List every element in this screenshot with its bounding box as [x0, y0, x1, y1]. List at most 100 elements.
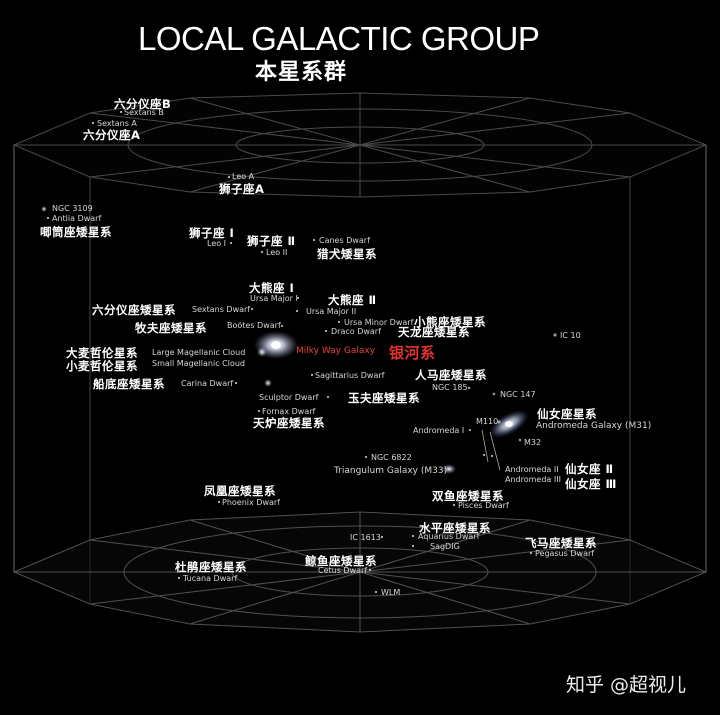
- label-ngc147-en: NGC 147: [500, 390, 536, 399]
- label-fornax-en: Fornax Dwarf: [262, 407, 316, 416]
- label-bootes-cn: 牧夫座矮星系: [135, 321, 207, 335]
- label-wlm-en: WLM: [381, 588, 401, 597]
- label-draco-en: Draco Dwarf: [331, 327, 381, 336]
- dot-fornax: [258, 410, 260, 412]
- label-lmc-en: Large Magellanic Cloud: [152, 348, 246, 357]
- m110-glow: [496, 419, 502, 425]
- dot-bootes: [281, 325, 283, 327]
- label-sculptor-en: Sculptor Dwarf: [259, 393, 319, 402]
- dot-tucana: [178, 577, 180, 579]
- label-uma2-cn: 大熊座 Ⅱ: [328, 293, 377, 307]
- label-sextans-dw-en: Sextans Dwarf: [192, 305, 251, 314]
- label-sextans-b-en: Sextans B: [124, 108, 164, 117]
- label-leo-ii-en: Leo II: [266, 248, 288, 257]
- label-andromeda-iii-en: Andromeda III: [505, 475, 561, 484]
- label-m32-en: M32: [524, 438, 542, 447]
- label-smc-cn: 小麦哲伦星系: [66, 359, 138, 373]
- label-pegasus-cn: 飞马座矮星系: [525, 536, 597, 550]
- label-m110-en: M110: [476, 417, 499, 426]
- label-triangulum-en: Triangulum Galaxy (M33): [334, 466, 448, 476]
- label-leo-a-en: Leo A: [232, 172, 255, 181]
- dot-sextans-a: [92, 122, 94, 124]
- dot-sagdig: [412, 545, 414, 547]
- label-ngc185-en: NGC 185: [432, 383, 468, 392]
- label-umi-en: Ursa Minor Dwarf: [344, 318, 414, 327]
- label-andromeda-ii-cn: 仙女座 Ⅱ: [565, 462, 614, 476]
- dot-cetus: [369, 569, 371, 571]
- label-lmc-cn: 大麦哲伦星系: [66, 346, 138, 360]
- dot-sgr: [311, 374, 313, 376]
- label-bootes-en: Boötes Dwarf: [227, 321, 281, 330]
- dot-canes: [313, 239, 315, 241]
- label-milky-way-cn: 银河系: [389, 344, 436, 362]
- dot-and1: [469, 429, 471, 431]
- cylinder-bottom-grid: [12, 511, 708, 633]
- label-ic10-en: IC 10: [560, 331, 581, 340]
- label-uma1-cn: 大熊座 Ⅰ: [249, 281, 295, 295]
- andromeda-core: [505, 421, 513, 427]
- label-cetus-en: Cetus Dwarf: [318, 566, 368, 575]
- label-pegasus-en: Pegasus Dwarf: [535, 549, 595, 558]
- ic10-glow: [552, 332, 558, 338]
- dot-ic1613: [381, 536, 383, 538]
- label-carina-en: Carina Dwarf: [181, 379, 234, 388]
- smc-glow: [264, 379, 272, 387]
- label-fornax-cn: 天炉座矮星系: [253, 416, 325, 430]
- dot-sextans-b: [120, 111, 122, 113]
- label-sextans-a-en: Sextans A: [97, 119, 137, 128]
- label-andromeda-en: Andromeda Galaxy (M31): [536, 421, 652, 431]
- label-pisces-en: Pisces Dwarf: [458, 501, 509, 510]
- label-andromeda-i-en: Andromeda I: [413, 426, 465, 435]
- dot-leo-a: [228, 176, 230, 178]
- dot-sextans-dw: [251, 308, 253, 310]
- label-phoenix-cn: 凤凰座矮星系: [204, 484, 276, 498]
- milky-way-core: [271, 341, 281, 349]
- label-antlia-en: Antlia Dwarf: [52, 214, 102, 223]
- label-antlia-cn: 唧筒座矮星系: [40, 225, 112, 239]
- dot-ngc6822: [365, 456, 367, 458]
- label-canes-cn: 猎犬矮星系: [317, 247, 377, 261]
- label-sgr-cn: 人马座矮星系: [415, 368, 487, 382]
- label-sculptor-cn: 玉夫座矮星系: [348, 391, 420, 405]
- watermark: 知乎 @超视儿: [566, 674, 687, 696]
- m32-glow: [518, 438, 522, 442]
- dot-leo-ii: [261, 251, 263, 253]
- label-pisces-cn: 双鱼座矮星系: [432, 489, 504, 503]
- galaxy-markers: [41, 111, 558, 593]
- label-leo-i-cn: 狮子座 Ⅰ: [189, 226, 235, 240]
- page-title: LOCAL GALACTIC GROUP: [138, 20, 540, 57]
- label-uma2-en: Ursa Major II: [306, 307, 357, 316]
- label-andromeda-cn: 仙女座星系: [537, 407, 597, 421]
- label-phoenix-en: Phoenix Dwarf: [222, 498, 280, 507]
- label-ic1613-en: IC 1613: [350, 533, 381, 542]
- dot-antlia: [47, 217, 49, 219]
- label-cetus-cn: 鲸鱼座矮星系: [305, 554, 377, 568]
- dot-pegasus: [530, 552, 532, 554]
- label-andromeda-iii-cn: 仙女座 Ⅲ: [565, 477, 617, 491]
- cylinder-top-grid: [12, 92, 708, 198]
- lmc-glow: [257, 347, 267, 357]
- dot-and2: [483, 454, 485, 456]
- ngc147-glow: [492, 392, 496, 396]
- dot-phoenix: [218, 501, 220, 503]
- label-milky-way-en: Milky Way Galaxy: [296, 346, 376, 356]
- label-carina-cn: 船底座矮星系: [93, 377, 165, 391]
- label-sextans-dw-cn: 六分仪座矮星系: [92, 303, 176, 317]
- dot-pisces: [453, 504, 455, 506]
- page-subtitle: 本星系群: [255, 60, 348, 85]
- label-aquarius-en: Aquarius Dwarf: [418, 532, 480, 541]
- label-canes-en: Canes Dwarf: [319, 236, 370, 245]
- label-aquarius-cn: 水平座矮星系: [419, 521, 491, 535]
- dot-sculptor: [327, 396, 329, 398]
- ngc185-glow: [467, 386, 471, 390]
- dot-leo-i: [230, 242, 232, 244]
- dot-aquarius: [412, 535, 414, 537]
- label-ngc6822-en: NGC 6822: [371, 453, 412, 462]
- label-smc-en: Small Magellanic Cloud: [152, 359, 245, 368]
- dot-carina: [235, 382, 237, 384]
- ngc3109-glow: [41, 206, 47, 212]
- label-andromeda-ii-en: Andromeda II: [505, 465, 559, 474]
- dot-uma1: [297, 297, 299, 299]
- label-tucana-en: Tucana Dwarf: [183, 574, 238, 583]
